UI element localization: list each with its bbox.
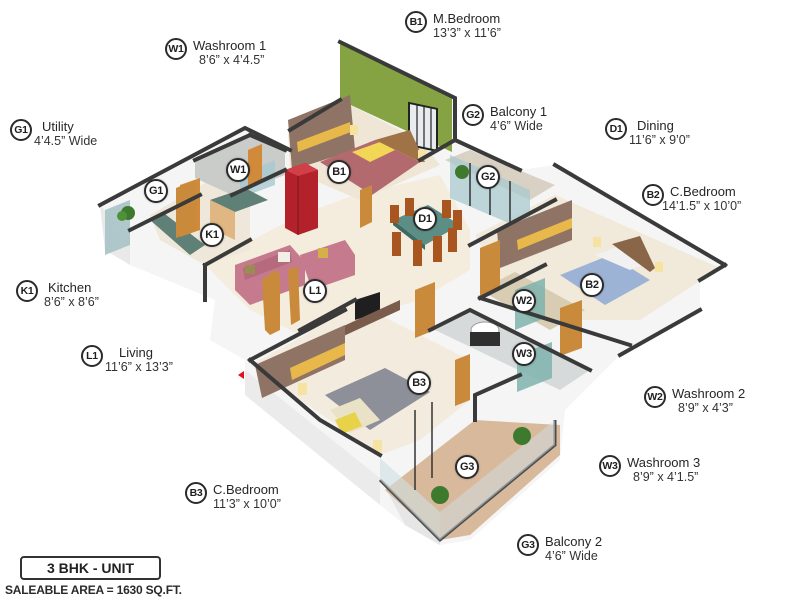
room-dimensions: 13’3” x 11’6”	[433, 26, 501, 40]
room-tag-b2: B2	[580, 273, 604, 297]
callout-badge: G2	[462, 104, 484, 126]
window	[408, 101, 438, 153]
callout-badge: W1	[165, 38, 187, 60]
callout-balcony-1: G2 Balcony 1 4’6” Wide	[462, 104, 547, 134]
room-name: M.Bedroom	[433, 11, 501, 26]
callout-utility: G1 Utility 4’4.5” Wide	[10, 119, 97, 149]
room-name: Washroom 2	[672, 386, 746, 401]
callout-master-bedroom: B1 M.Bedroom 13’3” x 11’6”	[405, 11, 501, 41]
callout-washroom-2: W2 Washroom 2 8’9” x 4’3”	[644, 386, 745, 416]
bed-b2	[560, 236, 663, 305]
callout-washroom-3: W3 Washroom 3 8’9” x 4’1.5”	[599, 455, 700, 485]
room-tag-w3: W3	[512, 342, 536, 366]
room-dimensions: 8’9” x 4’1.5”	[633, 470, 699, 484]
callout-washroom-1: W1 Washroom 1 8’6” x 4’4.5”	[165, 38, 266, 68]
bed-b3	[298, 368, 430, 452]
balcony-2-railing	[378, 402, 557, 543]
callout-badge: B3	[185, 482, 207, 504]
fridge	[285, 163, 318, 235]
room-name: Balcony 1	[490, 104, 548, 119]
callout-kitchen: K1 Kitchen 8’6” x 8’6”	[16, 280, 99, 310]
callout-bedroom-3: B3 C.Bedroom 11’3” x 10’0”	[185, 482, 281, 512]
wardrobe-b1	[288, 95, 355, 170]
room-tag-w2: W2	[512, 289, 536, 313]
callout-badge: W3	[599, 455, 621, 477]
room-dimensions: 4’6” Wide	[545, 549, 598, 563]
room-tag-g1: G1	[144, 179, 168, 203]
room-dimensions: 4’4.5” Wide	[34, 134, 98, 148]
callout-badge: L1	[81, 345, 103, 367]
room-dimensions: 8’6” x 8’6”	[44, 295, 99, 309]
room-name: Utility	[42, 119, 74, 134]
room-tag-k1: K1	[200, 223, 224, 247]
callout-badge: B2	[642, 184, 664, 206]
callout-badge: G3	[517, 534, 539, 556]
room-name: C.Bedroom	[213, 482, 279, 497]
callout-badge: D1	[605, 118, 627, 140]
room-name: Kitchen	[48, 280, 92, 295]
callout-badge: B1	[405, 11, 427, 33]
room-tag-d1: D1	[413, 207, 437, 231]
callout-living: L1 Living 11’6” x 13’3”	[81, 345, 173, 375]
wardrobe-b2	[497, 200, 572, 268]
room-dimensions: 8’6” x 4’4.5”	[199, 53, 265, 67]
room-tag-b3: B3	[407, 371, 431, 395]
saleable-area-label: SALEABLE AREA = 1630 SQ.FT.	[5, 583, 182, 597]
room-dimensions: 11’3” x 10’0”	[213, 497, 281, 511]
room-name: Living	[119, 345, 153, 360]
room-name: C.Bedroom	[670, 184, 736, 199]
room-dimensions: 14’1.5” x 10’0”	[662, 199, 742, 213]
room-dimensions: 4’6” Wide	[490, 119, 543, 133]
location-marker-icon	[238, 371, 244, 379]
unit-type-label: 3 BHK - UNIT	[20, 556, 161, 580]
dining-table	[390, 198, 462, 266]
room-name: Balcony 2	[545, 534, 603, 549]
room-dimensions: 8’9” x 4’3”	[678, 401, 733, 415]
room-dimensions: 11’6” x 13’3”	[105, 360, 173, 374]
tv-unit	[335, 292, 400, 340]
room-tag-b1: B1	[327, 160, 351, 184]
balcony-1-glazing	[450, 155, 530, 232]
callout-badge: K1	[16, 280, 38, 302]
room-name: Dining	[637, 118, 674, 133]
callout-badge: W2	[644, 386, 666, 408]
room-tag-g2: G2	[476, 165, 500, 189]
room-tag-w1: W1	[226, 158, 250, 182]
sofa-set	[235, 240, 355, 335]
room-tag-l1: L1	[303, 279, 327, 303]
callout-bedroom-2: B2 C.Bedroom 14’1.5” x 10’0”	[642, 184, 741, 214]
room-name: Washroom 1	[193, 38, 267, 53]
room-dimensions: 11’6” x 9’0”	[629, 133, 690, 147]
wardrobe-b3	[255, 325, 345, 398]
wall-tops	[97, 39, 728, 458]
room-name: Washroom 3	[627, 455, 701, 470]
callout-dining: D1 Dining 11’6” x 9’0”	[605, 118, 690, 148]
bed-b1	[320, 125, 426, 195]
callout-badge: G1	[10, 119, 32, 141]
callout-balcony-2: G3 Balcony 2 4’6” Wide	[517, 534, 602, 564]
room-tag-g3: G3	[455, 455, 479, 479]
utility-balcony	[105, 200, 135, 255]
